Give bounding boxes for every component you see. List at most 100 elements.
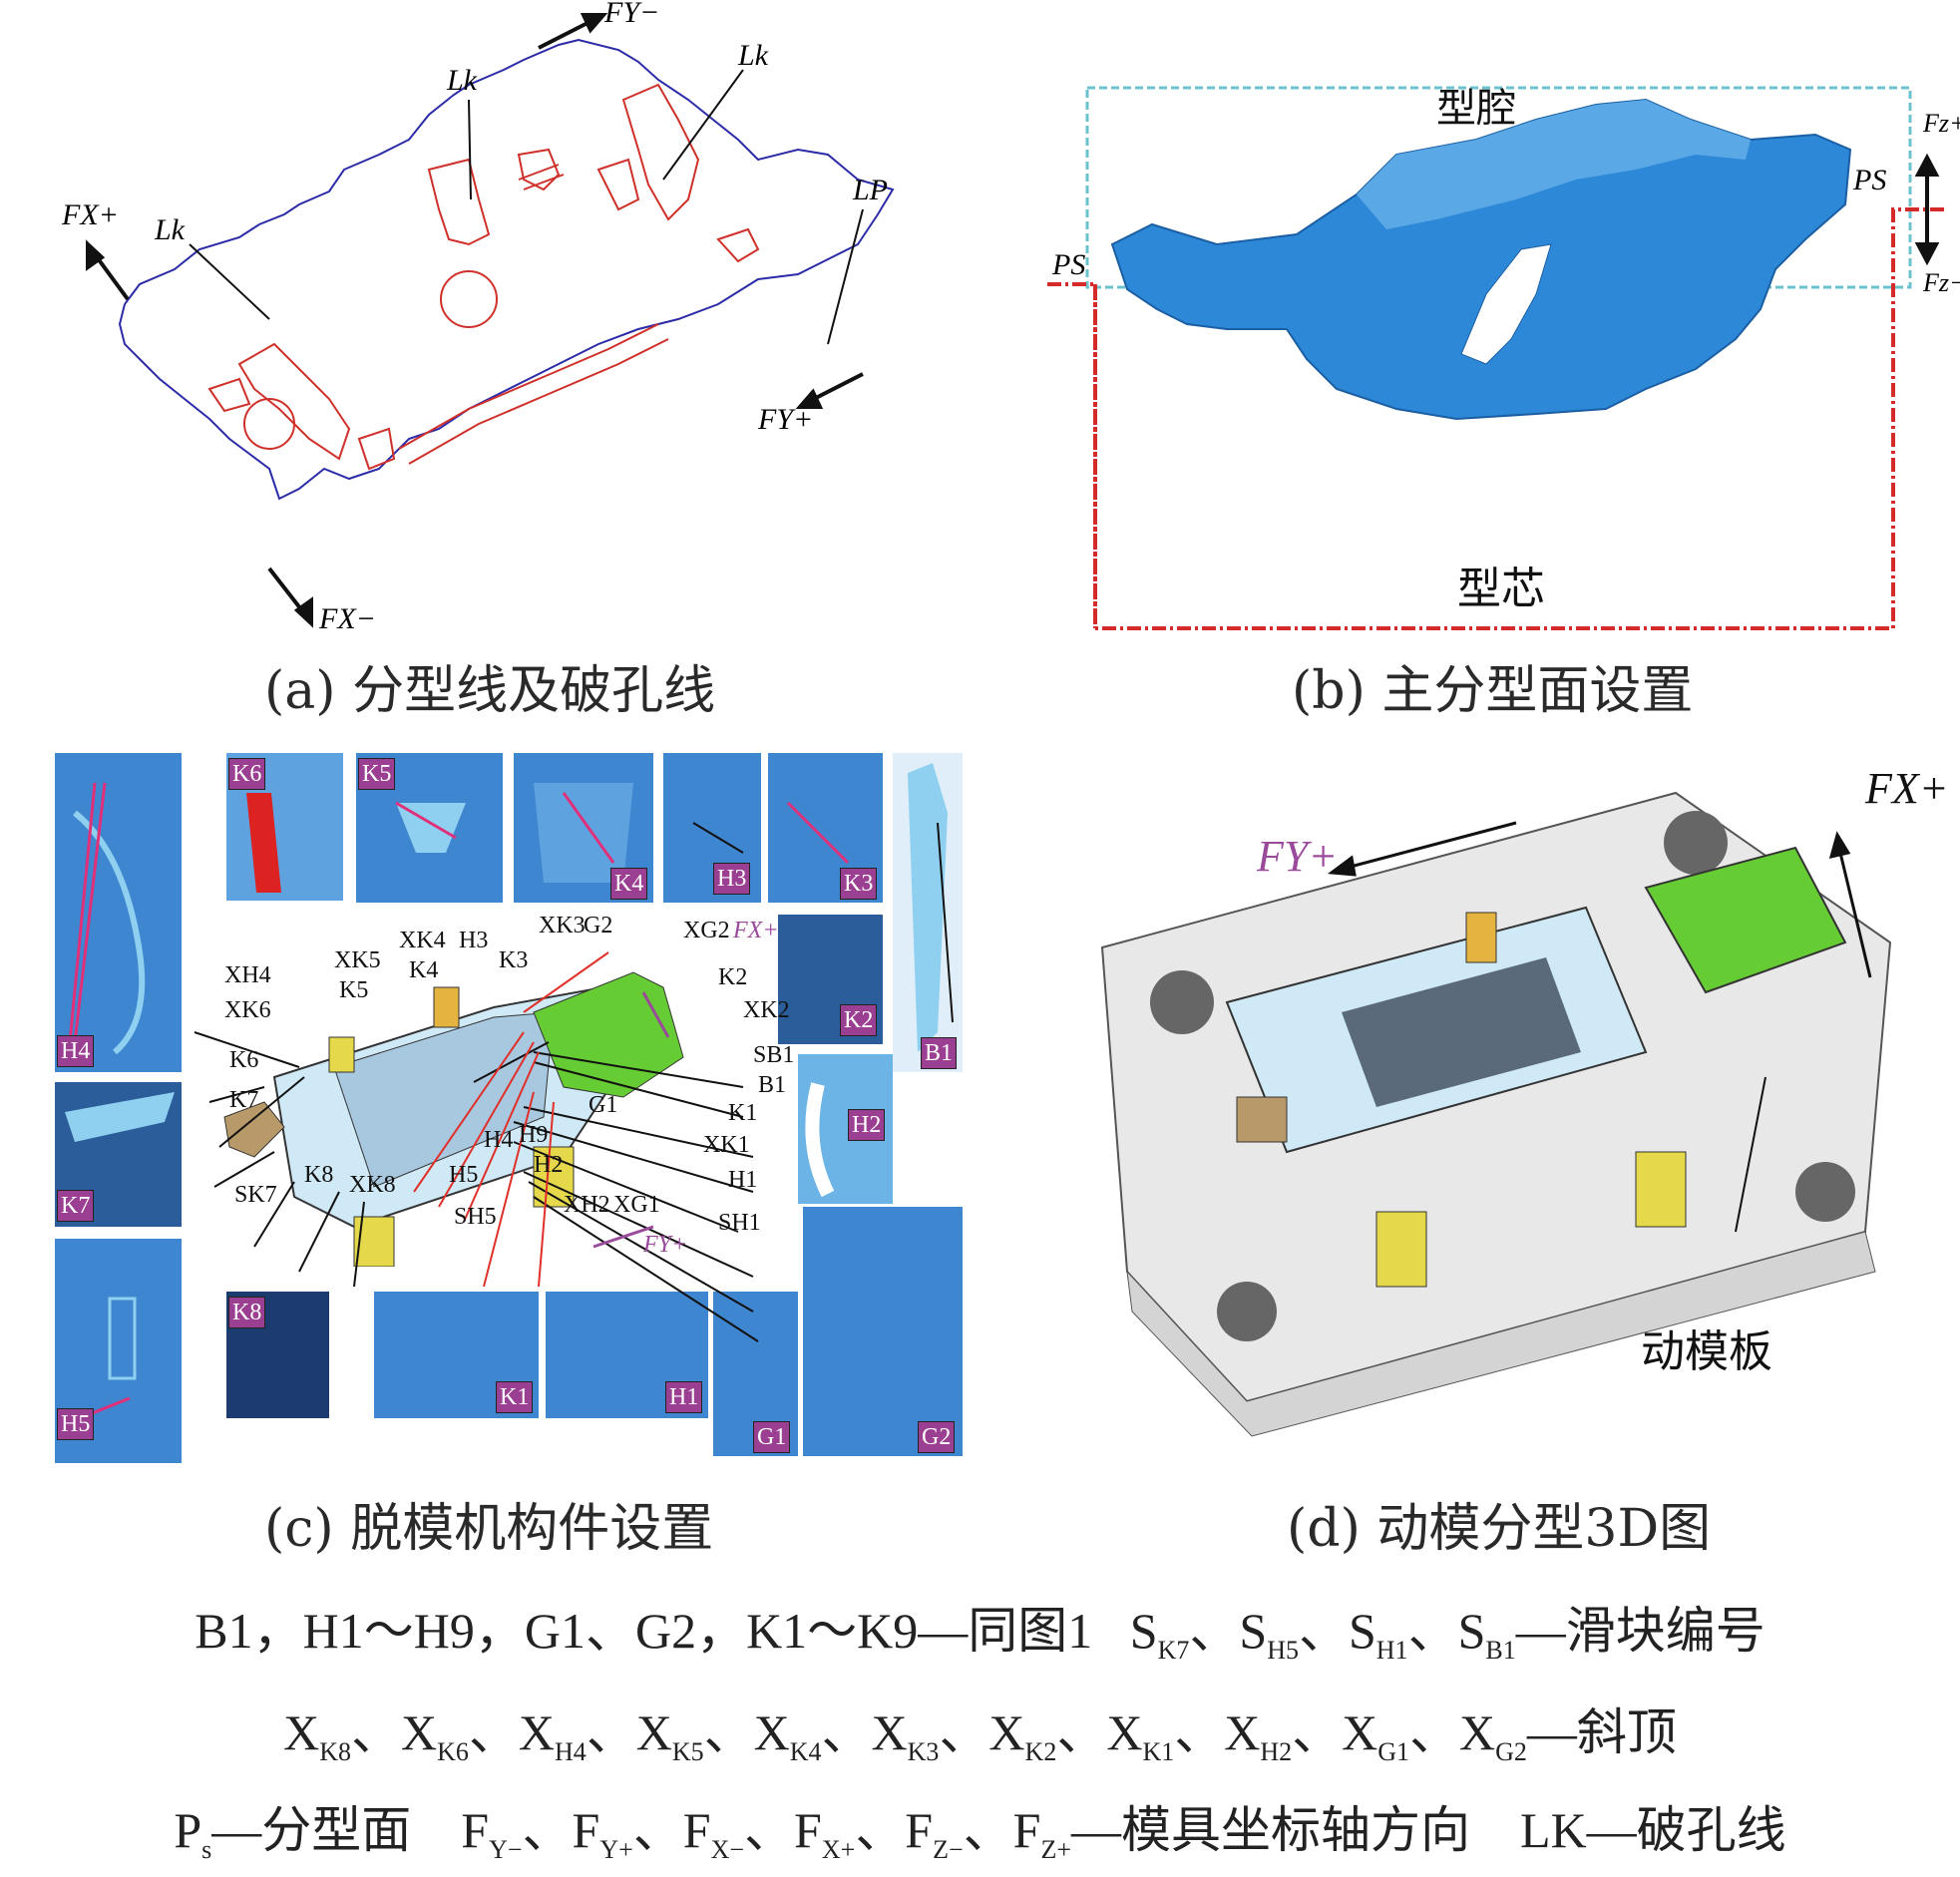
tag-k4: K4 bbox=[610, 868, 648, 900]
c-label-h1: H1 bbox=[728, 1167, 757, 1193]
c-label-xk4: XK4 bbox=[399, 928, 446, 953]
tag-h1: H1 bbox=[665, 1381, 703, 1413]
center-assembly bbox=[223, 971, 684, 1267]
c-label-xk2: XK2 bbox=[743, 997, 790, 1023]
panel-a: FY− FY+ FX+ FX− Lk Lk Lk LP bbox=[0, 0, 958, 718]
c-label-g2: G2 bbox=[584, 913, 612, 938]
c-label-k5: K5 bbox=[339, 977, 368, 1003]
c-label-k3: K3 bbox=[499, 947, 528, 973]
tag-k2: K2 bbox=[840, 1004, 878, 1036]
c-label-xk8: XK8 bbox=[349, 1172, 396, 1198]
label-cavity: 型腔 bbox=[1436, 86, 1516, 132]
thumb-h5: H5 bbox=[55, 1239, 182, 1463]
tag-k1: K1 bbox=[496, 1381, 534, 1413]
thumb-h2: H2 bbox=[798, 1054, 893, 1204]
panel-b: 型腔 型芯 PS PS Fz+ Fz− bbox=[1017, 60, 1960, 658]
c-label-k7: K7 bbox=[229, 1087, 258, 1113]
thumb-k3: K3 bbox=[768, 753, 883, 903]
tag-k3: K3 bbox=[840, 868, 878, 900]
thumb-h4: H4 bbox=[55, 753, 182, 1072]
legend-1-sliders: SK7、SH5、SH1、SB1—滑块编号 bbox=[1129, 1603, 1765, 1665]
panel-d-drawing: FX+ FY+ 动模板 bbox=[1100, 764, 1948, 1437]
parting-line bbox=[118, 38, 895, 501]
c-label-xg1: XG1 bbox=[613, 1192, 660, 1218]
tag-g2: G2 bbox=[918, 1421, 956, 1453]
c-label-sh5: SH5 bbox=[454, 1204, 497, 1230]
c-label-k4: K4 bbox=[409, 957, 438, 983]
c-label-sk7: SK7 bbox=[234, 1182, 277, 1208]
legend-1-a: B1，H1～H9，G1、G2，K1～K9—同图1 bbox=[195, 1603, 1093, 1659]
c-label-xk5: XK5 bbox=[334, 947, 381, 973]
c-label-xh2: XH2 bbox=[564, 1192, 610, 1218]
label-lk-1: Lk bbox=[446, 64, 478, 97]
thumb-k4: K4 bbox=[514, 753, 653, 903]
label-ps-right: PS bbox=[1852, 164, 1886, 196]
c-label-k1: K1 bbox=[728, 1100, 757, 1126]
d-label-fx-plus: FX+ bbox=[1864, 764, 1948, 813]
label-fx-plus: FX+ bbox=[61, 198, 119, 231]
legend-line-3: Ps—分型面 FY−、FY+、FX−、FX+、FZ−、FZ+—模具坐标轴方向 L… bbox=[174, 1802, 1786, 1864]
c-label-h4: H4 bbox=[484, 1127, 513, 1153]
label-fz-minus: Fz− bbox=[1922, 268, 1960, 297]
thumb-k7: K7 bbox=[55, 1082, 182, 1227]
c-label-k6: K6 bbox=[229, 1047, 258, 1073]
label-fy-plus: FY+ bbox=[757, 403, 813, 436]
c-label-fyp: FY+ bbox=[642, 1232, 687, 1258]
label-lp: LP bbox=[852, 174, 888, 206]
tag-k5: K5 bbox=[358, 758, 396, 790]
panel-a-drawing: FY− FY+ FX+ FX− Lk Lk Lk LP bbox=[61, 0, 895, 635]
label-fy-minus: FY− bbox=[603, 0, 659, 29]
c-label-g1: G1 bbox=[588, 1092, 617, 1118]
c-label-h2: H2 bbox=[534, 1152, 563, 1178]
d-label-fy-plus: FY+ bbox=[1256, 832, 1338, 881]
center-labels: XK4 H3 XK3 G2 XG2 FX+ XH4 XK5 K4 K3 K2 X… bbox=[194, 913, 794, 1342]
thumb-h3: H3 bbox=[663, 753, 761, 903]
thumb-g2: G2 bbox=[803, 1207, 963, 1456]
thumb-h1: H1 bbox=[546, 1292, 708, 1418]
panel-d: FX+ FY+ 动模板 bbox=[1087, 753, 1960, 1441]
tag-k7: K7 bbox=[57, 1190, 95, 1222]
c-label-h9: H9 bbox=[519, 1122, 548, 1148]
tag-h4: H4 bbox=[57, 1035, 95, 1067]
legend-line-2: XK8、XK6、XH4、XK5、XK4、XK3、XK2、XK1、XH2、XG1、… bbox=[283, 1704, 1677, 1766]
panel-a-arrows bbox=[86, 13, 864, 628]
thumb-k5: K5 bbox=[356, 753, 503, 903]
c-label-xk1: XK1 bbox=[703, 1132, 750, 1158]
tag-h3: H3 bbox=[713, 863, 751, 895]
cavity-box bbox=[1085, 86, 1912, 289]
thumb-k2: K2 bbox=[778, 915, 883, 1044]
arrow-fy-plus bbox=[809, 372, 864, 403]
hole-lines bbox=[207, 83, 760, 471]
c-label-xk3: XK3 bbox=[539, 913, 586, 938]
caption-b: (b) 主分型面设置 bbox=[1292, 661, 1694, 721]
tag-k6: K6 bbox=[228, 758, 266, 790]
c-label-xg2: XG2 bbox=[683, 918, 730, 943]
panel-c: H4 K6 K5 K4 H3 K3 K2 B1 H2 K7 H5 K8 bbox=[55, 753, 963, 1471]
arrow-fy-minus bbox=[538, 18, 594, 50]
tag-h2: H2 bbox=[848, 1109, 886, 1141]
c-label-b1: B1 bbox=[758, 1072, 786, 1098]
c-label-sb1: SB1 bbox=[753, 1042, 794, 1068]
caption-d: (d) 动模分型3D图 bbox=[1287, 1499, 1712, 1559]
c-label-k2: K2 bbox=[718, 964, 747, 990]
arrow-fx-minus bbox=[267, 566, 306, 615]
label-fx-minus: FX− bbox=[318, 602, 376, 635]
d-label-plate: 动模板 bbox=[1641, 1326, 1772, 1377]
thumb-g1: G1 bbox=[713, 1292, 798, 1456]
thumb-k8: K8 bbox=[226, 1292, 329, 1418]
c-label-xk6: XK6 bbox=[224, 997, 271, 1023]
tag-k8: K8 bbox=[228, 1297, 266, 1328]
tag-h5: H5 bbox=[57, 1408, 95, 1440]
label-fz-plus: Fz+ bbox=[1922, 109, 1960, 138]
c-label-xh4: XH4 bbox=[224, 962, 271, 988]
panel-b-drawing: 型腔 型芯 PS PS Fz+ Fz− bbox=[1047, 86, 1960, 630]
label-lk-3: Lk bbox=[154, 213, 186, 246]
legend-line-1: B1，H1～H9，G1、G2，K1～K9—同图1 SK7、SH5、SH1、SB1… bbox=[0, 1591, 1960, 1666]
label-ps-left: PS bbox=[1051, 248, 1085, 281]
c-label-h5: H5 bbox=[449, 1162, 478, 1188]
caption-a: (a) 分型线及破孔线 bbox=[264, 661, 716, 721]
caption-c: (c) 脱模机构件设置 bbox=[264, 1499, 714, 1559]
thumb-k1: K1 bbox=[374, 1292, 539, 1418]
tag-g1: G1 bbox=[753, 1421, 791, 1453]
c-label-fxp: FX+ bbox=[732, 918, 779, 943]
